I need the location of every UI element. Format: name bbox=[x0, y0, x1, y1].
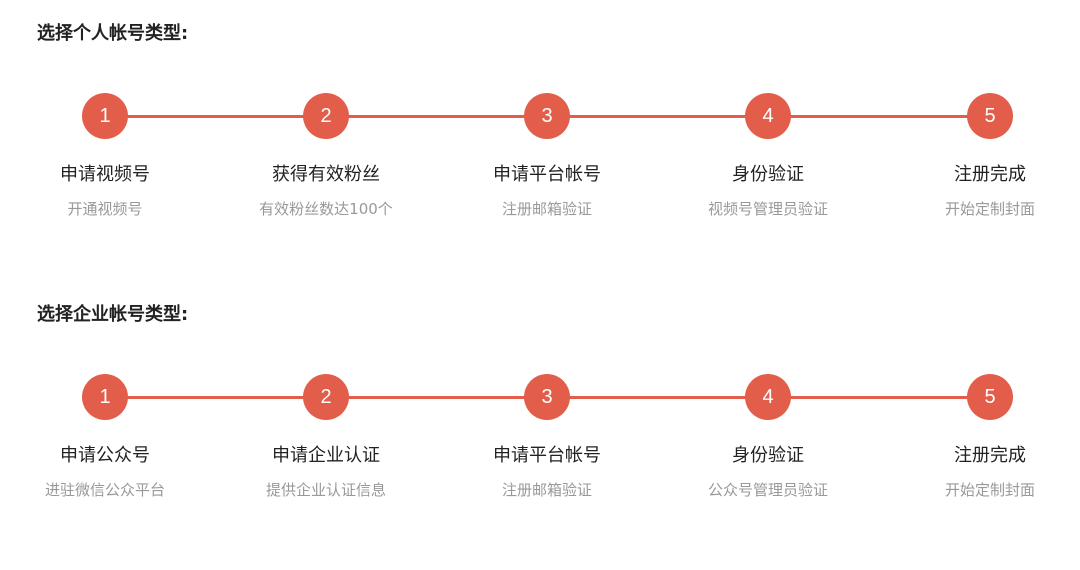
personal-section-title: 选择个人帐号类型: bbox=[37, 23, 189, 44]
step-description: 提供企业认证信息 bbox=[265, 481, 386, 499]
step-title: 申请公众号 bbox=[60, 445, 150, 466]
step-number-badge: 2 bbox=[303, 374, 349, 420]
step-number-badge: 1 bbox=[82, 374, 128, 420]
step-description: 视频号管理员验证 bbox=[707, 200, 828, 218]
enterprise-step-1: 1 申请公众号 进驻微信公众平台 bbox=[5, 374, 205, 500]
personal-step-3: 3 申请平台帐号 注册邮箱验证 bbox=[447, 93, 647, 219]
step-title: 注册完成 bbox=[954, 445, 1026, 466]
enterprise-step-2: 2 申请企业认证 提供企业认证信息 bbox=[226, 374, 426, 500]
step-description: 注册邮箱验证 bbox=[501, 200, 592, 218]
enterprise-step-3: 3 申请平台帐号 注册邮箱验证 bbox=[447, 374, 647, 500]
step-title: 获得有效粉丝 bbox=[272, 164, 380, 185]
step-description: 注册邮箱验证 bbox=[501, 481, 592, 499]
personal-step-1: 1 申请视频号 开通视频号 bbox=[5, 93, 205, 219]
personal-step-4: 4 身份验证 视频号管理员验证 bbox=[668, 93, 868, 219]
personal-step-5: 5 注册完成 开始定制封面 bbox=[890, 93, 1080, 219]
step-description: 开通视频号 bbox=[67, 200, 143, 218]
step-description: 有效粉丝数达100个 bbox=[259, 200, 393, 218]
step-description: 开始定制封面 bbox=[944, 200, 1035, 218]
personal-step-2: 2 获得有效粉丝 有效粉丝数达100个 bbox=[226, 93, 426, 219]
step-number-badge: 2 bbox=[303, 93, 349, 139]
step-number-badge: 4 bbox=[745, 374, 791, 420]
step-description: 开始定制封面 bbox=[944, 481, 1035, 499]
step-title: 申请企业认证 bbox=[272, 445, 380, 466]
personal-stepper: 1 申请视频号 开通视频号 2 获得有效粉丝 有效粉丝数达100个 3 申请平台… bbox=[0, 93, 1080, 233]
step-description: 进驻微信公众平台 bbox=[44, 481, 165, 499]
step-title: 身份验证 bbox=[732, 164, 804, 185]
step-number-badge: 3 bbox=[524, 374, 570, 420]
step-title: 注册完成 bbox=[954, 164, 1026, 185]
enterprise-step-4: 4 身份验证 公众号管理员验证 bbox=[668, 374, 868, 500]
step-number-badge: 4 bbox=[745, 93, 791, 139]
enterprise-section-title: 选择企业帐号类型: bbox=[37, 304, 189, 325]
step-title: 申请视频号 bbox=[60, 164, 150, 185]
enterprise-stepper: 1 申请公众号 进驻微信公众平台 2 申请企业认证 提供企业认证信息 3 申请平… bbox=[0, 374, 1080, 514]
step-number-badge: 5 bbox=[967, 93, 1013, 139]
step-title: 申请平台帐号 bbox=[493, 445, 601, 466]
step-title: 申请平台帐号 bbox=[493, 164, 601, 185]
step-number-badge: 3 bbox=[524, 93, 570, 139]
step-description: 公众号管理员验证 bbox=[707, 481, 828, 499]
enterprise-step-5: 5 注册完成 开始定制封面 bbox=[890, 374, 1080, 500]
step-number-badge: 1 bbox=[82, 93, 128, 139]
step-title: 身份验证 bbox=[732, 445, 804, 466]
step-number-badge: 5 bbox=[967, 374, 1013, 420]
